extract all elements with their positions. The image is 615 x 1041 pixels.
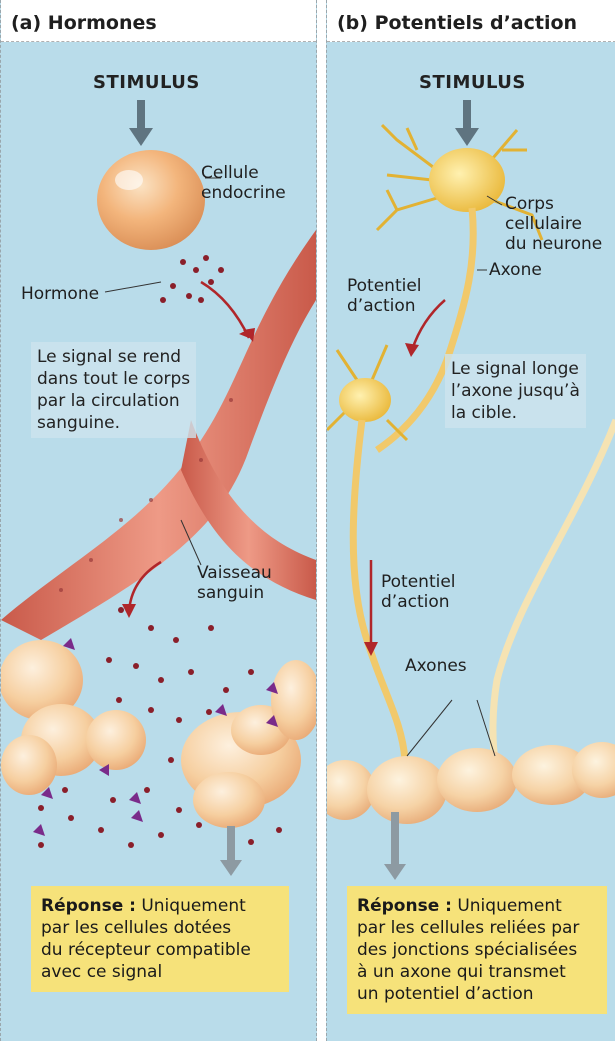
- vessel-label: Vaisseau sanguin: [197, 563, 272, 603]
- signal-note: Le signal longe l’axone jusqu’à la cible…: [445, 354, 586, 428]
- panel-action-potentials: (b) Potentiels d’action STIMULUS Corps c…: [326, 0, 615, 1041]
- axon-label: Axone: [489, 260, 542, 280]
- hormone-label: Hormone: [21, 284, 99, 304]
- cell-label: Cellule endocrine: [201, 163, 286, 203]
- panel-title: (b) Potentiels d’action: [327, 0, 615, 42]
- axons-label: Axones: [405, 656, 467, 676]
- stimulus-label: STIMULUS: [419, 72, 526, 93]
- response-box: Réponse : Uniquement par les cellules re…: [347, 886, 607, 1014]
- hormones-illustration: [1, 0, 316, 1041]
- signal-note: Le signal se rend dans tout le corps par…: [31, 342, 196, 438]
- hormone-leader-line: [105, 282, 161, 292]
- endocrine-cell: [97, 150, 205, 250]
- cell-body-label: Corps cellulaire du neurone: [505, 194, 602, 254]
- response-box: Réponse : Uniquement par les cellules do…: [31, 886, 289, 992]
- target-cells: [327, 742, 615, 824]
- response-arrow: [220, 826, 242, 876]
- stimulus-arrow: [129, 100, 153, 146]
- action-potential-label-1: Potentiel d’action: [347, 276, 422, 316]
- neuron-illustration: [327, 0, 615, 1041]
- stimulus-label: STIMULUS: [93, 72, 200, 93]
- neuron-2-body: [339, 378, 391, 422]
- action-potential-label-2: Potentiel d’action: [381, 572, 456, 612]
- panel-hormones: (a) Hormones STIMULUS Cellule endocrine …: [0, 0, 317, 1041]
- neuron-cell-body: [429, 148, 505, 212]
- hormone-flow-arrow: [201, 282, 249, 338]
- target-tissue: [1, 640, 316, 828]
- axon-3: [493, 420, 615, 760]
- axons-leader-1: [407, 700, 452, 756]
- stimulus-arrow: [455, 100, 479, 146]
- panel-title: (a) Hormones: [1, 0, 316, 42]
